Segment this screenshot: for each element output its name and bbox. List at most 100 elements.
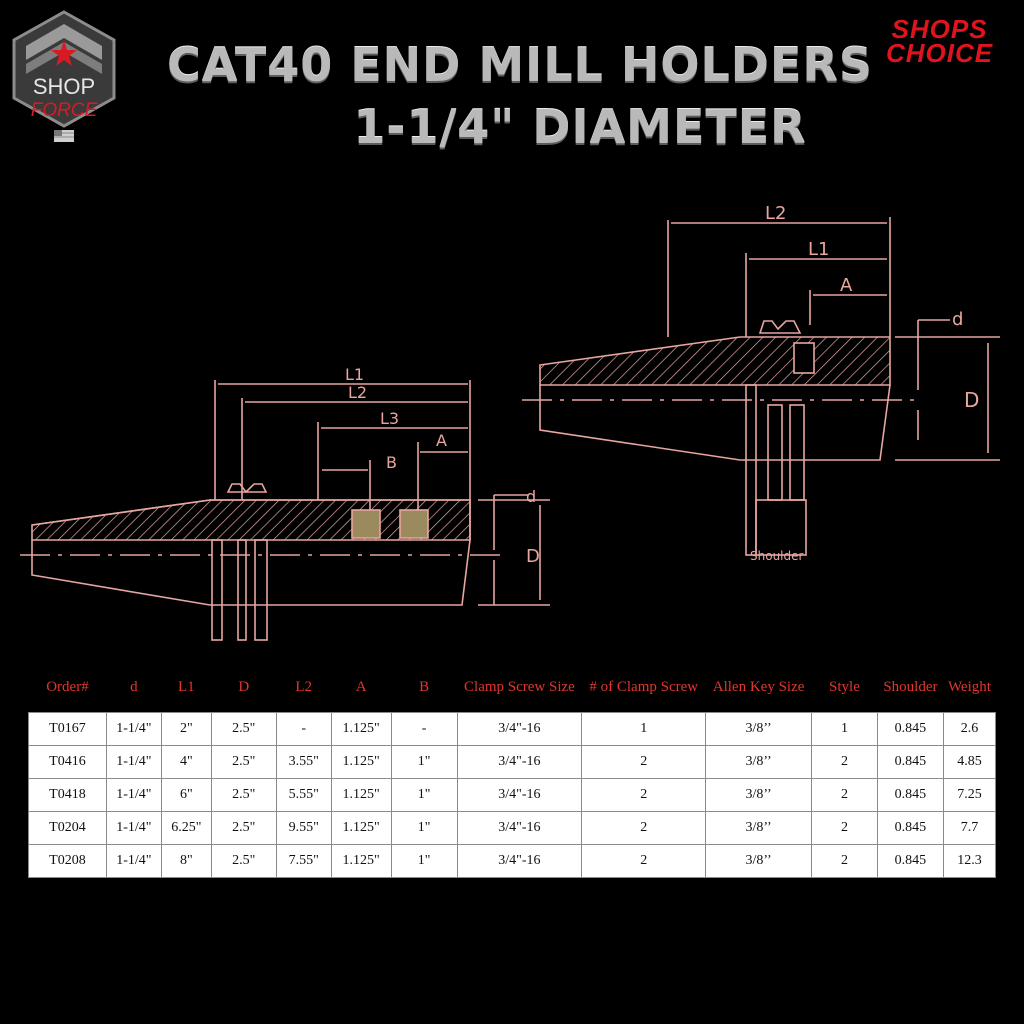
- col-header: D: [211, 662, 277, 713]
- star-shield-icon: SHOP FORCE: [12, 10, 116, 142]
- cell-a: 1.125": [330, 778, 392, 812]
- table-row: T0418 1-1/4" 6" 2.5" 5.55" 1.125" 1" 3/4…: [28, 778, 997, 812]
- cell-clamp-screw-size: 3/4"-16: [456, 811, 583, 845]
- cell-l1: 6.25": [160, 811, 212, 845]
- cell-a: 1.125": [330, 811, 392, 845]
- cell-order: T0204: [28, 811, 107, 845]
- page-title-line1: CAT40 END MILL HOLDERS: [167, 38, 873, 92]
- cell-clamp-screw-size: 3/4"-16: [456, 844, 583, 878]
- dim-A-label: A: [436, 431, 447, 450]
- cell-weight: 12.3: [942, 844, 997, 878]
- drawing-style1: L2 L1 A d D Shoulder: [522, 203, 1000, 563]
- cell-allen-key: 3/8’’: [705, 778, 813, 812]
- cell-clamp-screw-size: 3/4"-16: [456, 745, 583, 779]
- table-row: T0167 1-1/4" 2" 2.5" - 1.125" - 3/4"-16 …: [28, 712, 997, 746]
- cell-style: 1: [811, 712, 878, 746]
- shop-force-logo: SHOP FORCE: [10, 10, 118, 145]
- dim-L2-label: L2: [348, 383, 367, 402]
- cell-style: 2: [811, 811, 878, 845]
- cell-a: 1.125": [330, 844, 392, 878]
- col-header: Weight: [943, 662, 996, 713]
- cell-order: T0418: [28, 778, 107, 812]
- cell-allen-key: 3/8’’: [705, 811, 813, 845]
- cell-clamp-screw-count: 1: [581, 712, 707, 746]
- table-row: T0416 1-1/4" 4" 2.5" 3.55" 1.125" 1" 3/4…: [28, 745, 997, 779]
- cell-allen-key: 3/8’’: [705, 844, 813, 878]
- cell-shoulder: 0.845: [876, 811, 944, 845]
- logo-right-line1: SHOPS: [891, 14, 988, 44]
- cell-weight: 4.85: [942, 745, 997, 779]
- cell-allen-key: 3/8’’: [705, 745, 813, 779]
- cell-shoulder: 0.845: [876, 712, 944, 746]
- cell-clamp-screw-size: 3/4"-16: [456, 778, 583, 812]
- dim-d-label: d: [526, 487, 536, 506]
- dim-A-label-right: A: [840, 275, 853, 296]
- cell-weight: 2.6: [942, 712, 997, 746]
- col-header: Style: [811, 662, 878, 713]
- col-header: L2: [276, 662, 332, 713]
- logo-left-bottom-text: FORCE: [31, 100, 98, 121]
- logo-right-line2: CHOICE: [885, 38, 994, 68]
- dim-B-label: B: [386, 453, 397, 472]
- cell-d: 1-1/4": [105, 778, 162, 812]
- col-header: Clamp Screw Size: [457, 662, 582, 713]
- col-header: L1: [161, 662, 212, 713]
- cell-clamp-screw-count: 2: [581, 811, 707, 845]
- cell-D: 2.5": [210, 778, 277, 812]
- cell-a: 1.125": [330, 712, 392, 746]
- dim-L2-label-right: L2: [765, 203, 786, 224]
- cell-a: 1.125": [330, 745, 392, 779]
- col-header: Allen Key Size: [705, 662, 812, 713]
- cell-d: 1-1/4": [105, 745, 162, 779]
- cell-l1: 8": [160, 844, 212, 878]
- cell-l2: -: [275, 712, 332, 746]
- cell-l1: 2": [160, 712, 212, 746]
- cell-clamp-screw-count: 2: [581, 844, 707, 878]
- logo-left-top-text: SHOP: [33, 74, 95, 99]
- cell-l2: 9.55": [275, 811, 332, 845]
- table-row: T0208 1-1/4" 8" 2.5" 7.55" 1.125" 1" 3/4…: [28, 844, 997, 878]
- cell-b: 1": [390, 811, 458, 845]
- drawing-style2: L1 L2 L3 A B d D: [20, 365, 550, 641]
- cell-clamp-screw-count: 2: [581, 745, 707, 779]
- cell-order: T0416: [28, 745, 107, 779]
- page-title-line2: 1-1/4" DIAMETER: [353, 100, 807, 154]
- cell-order: T0167: [28, 712, 107, 746]
- cell-style: 2: [811, 844, 878, 878]
- specs-table: Order# d L1 D L2 A B Clamp Screw Size # …: [28, 662, 997, 878]
- cell-clamp-screw-count: 2: [581, 778, 707, 812]
- dim-L3-label: L3: [380, 409, 399, 428]
- dim-D-label: D: [526, 546, 540, 567]
- cell-weight: 7.25: [942, 778, 997, 812]
- dim-d-label-right: d: [952, 309, 963, 330]
- cell-D: 2.5": [210, 844, 277, 878]
- cell-b: 1": [390, 844, 458, 878]
- col-header: Order#: [28, 662, 107, 713]
- cell-d: 1-1/4": [105, 844, 162, 878]
- cell-shoulder: 0.845: [876, 844, 944, 878]
- cell-l1: 6": [160, 778, 212, 812]
- dim-L1-label-right: L1: [808, 239, 829, 260]
- cell-order: T0208: [28, 844, 107, 878]
- cell-l1: 4": [160, 745, 212, 779]
- cell-allen-key: 3/8’’: [705, 712, 813, 746]
- cell-b: 1": [390, 745, 458, 779]
- table-header-row: Order# d L1 D L2 A B Clamp Screw Size # …: [28, 662, 996, 713]
- col-header: B: [391, 662, 458, 713]
- cell-shoulder: 0.845: [876, 745, 944, 779]
- shops-choice-logo: SHOPS CHOICE: [872, 14, 1007, 68]
- cell-shoulder: 0.845: [876, 778, 944, 812]
- cell-b: 1": [390, 778, 458, 812]
- cell-clamp-screw-size: 3/4"-16: [456, 712, 583, 746]
- shoulder-label: Shoulder: [750, 549, 804, 563]
- table-row: T0204 1-1/4" 6.25" 2.5" 9.55" 1.125" 1" …: [28, 811, 997, 845]
- dim-D-label-right: D: [964, 388, 979, 412]
- cell-b: -: [390, 712, 458, 746]
- cell-l2: 7.55": [275, 844, 332, 878]
- cell-l2: 5.55": [275, 778, 332, 812]
- dim-L1-label: L1: [345, 365, 364, 384]
- cell-weight: 7.7: [942, 811, 997, 845]
- col-header: Shoulder: [877, 662, 944, 713]
- cell-l2: 3.55": [275, 745, 332, 779]
- cell-d: 1-1/4": [105, 712, 162, 746]
